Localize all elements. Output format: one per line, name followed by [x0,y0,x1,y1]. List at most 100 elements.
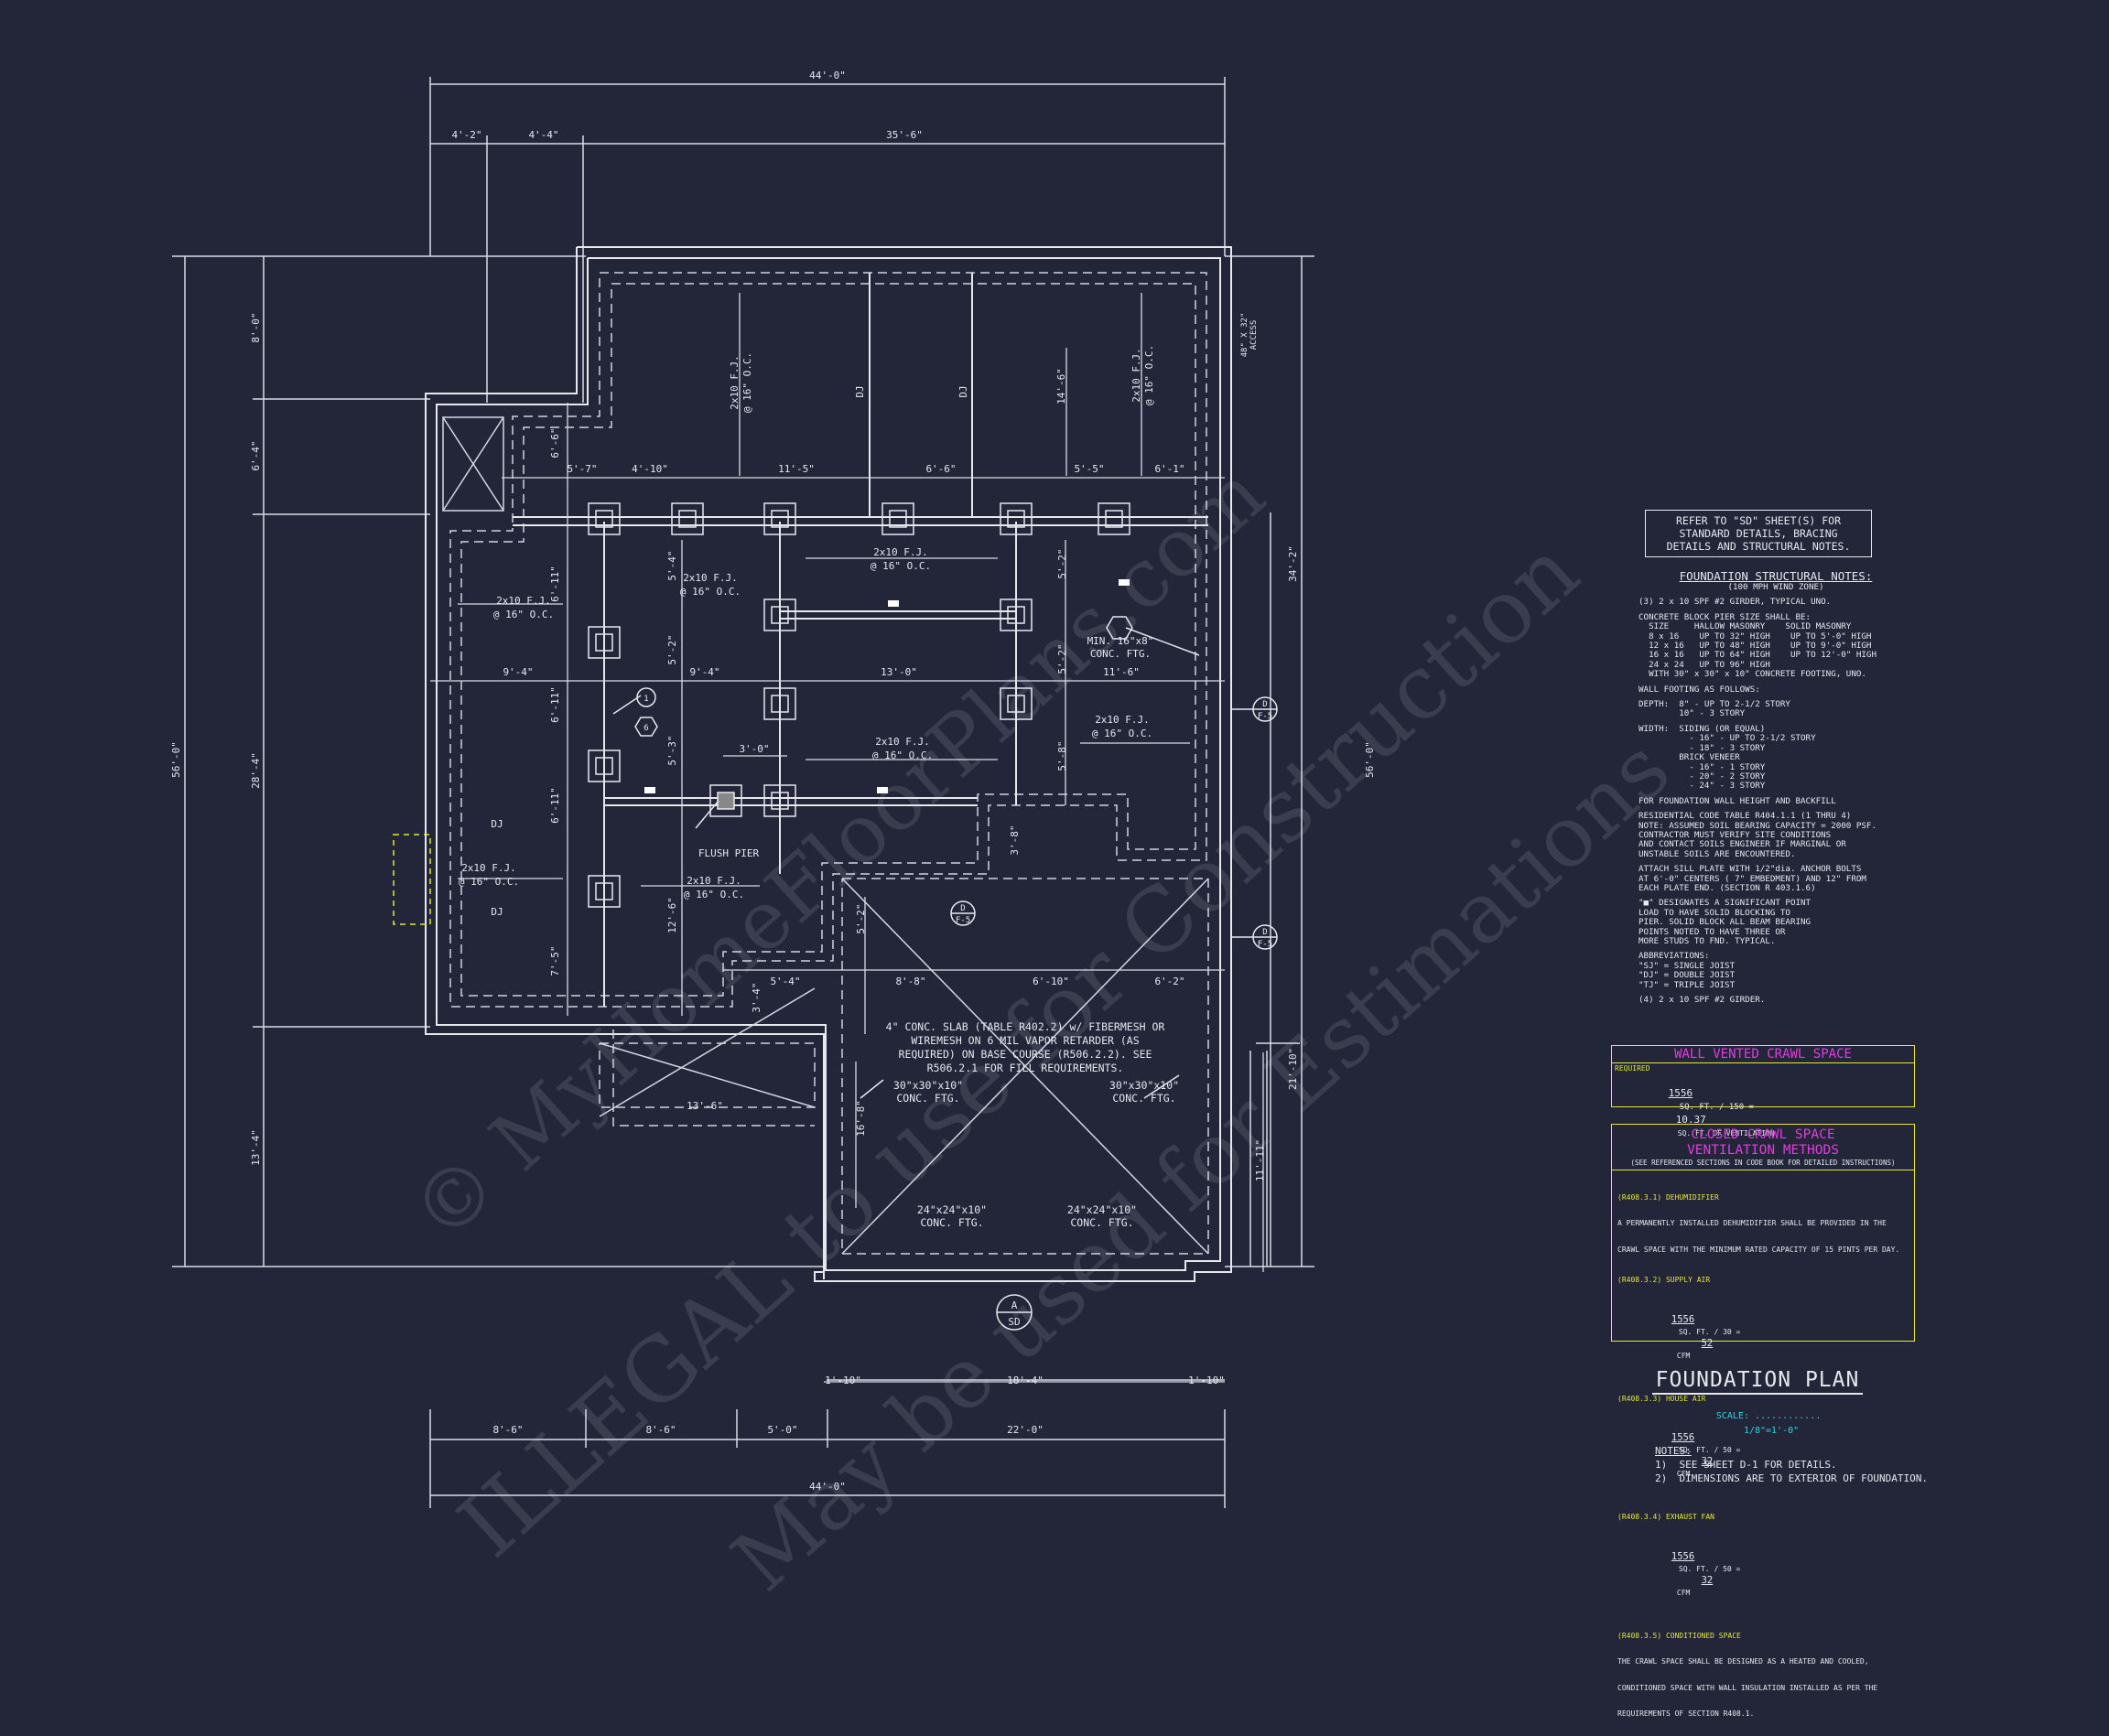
exhaust-cfm: CFM [1676,1588,1691,1597]
closed-ref: (SEE REFERENCED SECTIONS IN CODE BOOK FO… [1612,1159,1914,1170]
note-3n: AND CONTACT SOILS ENGINEER IF MARGINAL O… [1639,839,1846,850]
supply-val: 52 [1701,1337,1714,1349]
dim-v-10: 5'-2" [1056,548,1068,578]
note-3d: - 16" - UP TO 2-1/2 STORY [1639,733,1816,744]
cond-text-2: CONDITIONED SPACE WITH WALL INSULATION I… [1617,1683,1878,1692]
dim-v-7: 5'-2" [666,634,678,664]
dim-overall-right: 56'-0" [1364,741,1376,778]
joist-label-6: 2x10 F.J. [875,736,930,748]
dim-5-4h: 5'-4" [770,976,800,987]
slab-note-3: REQUIRED) ON BASE COURSE (R506.2.2). SEE [899,1048,1152,1061]
title-block: FOUNDATION PLAN SCALE: ............ 1/8"… [1648,1367,1867,1453]
ftg-label-3: 24"x24"x10" [917,1203,987,1216]
slab-note-1: 4" CONC. SLAB (TABLE R402.2) w/ FIBERMES… [886,1020,1165,1033]
note-5a: "SJ" = SINGLE JOIST [1639,960,1736,971]
slab-note-4: R506.2.1 FOR FILL REQUIREMENTS. [927,1062,1124,1074]
closed-crawl-box: CLOSED CRAWL SPACE VENTILATION METHODS (… [1611,1124,1915,1718]
dim-3-0: 3'-0" [739,743,769,755]
note-3: WALL FOOTING AS FOLLOWS: [1639,684,1760,695]
dim-v-15: 14'-6" [1055,368,1067,404]
closed-title-1: CLOSED CRAWL SPACE [1691,1127,1835,1142]
joist-label-5: 2x10 F.J. [683,572,738,584]
note-4d: MORE STUDS TO FND. TYPICAL. [1639,936,1776,946]
note-3l: NOTE: ASSUMED SOIL BEARING CAPACITY = 20… [1639,820,1876,831]
note-4c: POINTS NOTED TO HAVE THREE OR [1639,926,1786,937]
dim-v-6: 5'-4" [666,550,678,580]
notes-1: 1) SEE SHEET D-1 FOR DETAILS. [1655,1459,1837,1471]
dim-v-12: 5'-8" [1056,740,1068,771]
dim-left-1: 8'-0" [250,312,262,342]
note-2f: WITH 30" x 30" x 10" CONCRETE FOOTING, U… [1639,669,1866,680]
joist-label-1: 2x10 F.J. [729,355,741,410]
cond-code: (R408.3.5) CONDITIONED SPACE [1617,1631,1741,1640]
ftg-label-1: 30"x30"x10" [893,1079,963,1092]
dj-label-v2: DJ [957,385,969,397]
note-3q: AT 6'-0" CENTERS ( 7" EMBEDMENT) AND 12"… [1639,873,1866,884]
structural-notes-subtitle: (100 MPH WIND ZONE) [1727,582,1824,592]
section-d-1: D [1262,700,1267,709]
note-3b: 10" - 3 STORY [1639,708,1746,719]
dim-v-17: 16'-8" [855,1100,867,1137]
note-1: (3) 2 x 10 SPF #2 GIRDER, TYPICAL UNO. [1639,597,1832,608]
house-sqft: 1556 [1671,1432,1695,1443]
dim-right-2: 21'-10" [1287,1048,1299,1090]
joist-oc-4: @ 16" O.C. [493,609,554,620]
dim-row1-2: 4'-10" [632,463,668,475]
scale-value: 1/8"=1'-0" [1743,1426,1800,1436]
exhaust-sqft: 1556 [1671,1550,1695,1562]
vented-crawl-box: WALL VENTED CRAWL SPACE REQUIRED 1556 SQ… [1611,1045,1915,1138]
joist-label-4: 2x10 F.J. [496,595,551,607]
dim-row3-3: 6'-2" [1154,976,1184,987]
dj-label-v1: DJ [854,385,866,397]
joist-oc-3: @ 16" O.C. [871,560,931,572]
note-6: (4) 2 x 10 SPF #2 GIRDER. [1639,995,1766,1006]
dim-left-4: 13'-4" [250,1129,262,1166]
footing-sub: CONC. FTG. [1090,648,1151,660]
dehum-code: (R408.3.1) DEHUMIDIFIER [1617,1192,1719,1202]
structural-notes-title: FOUNDATION STRUCTURAL NOTES: [1679,569,1873,583]
refer-box: REFER TO "SD" SHEET(S) FOR STANDARD DETA… [1645,510,1872,557]
dim-garage-1: 1'-10" [825,1375,861,1386]
dim-row2-2: 9'-4" [689,666,719,678]
dim-garage-3: 1'-10" [1188,1375,1225,1386]
note-5b: "DJ" = DOUBLE JOIST [1639,970,1736,981]
dim-top-1: 4'-2" [451,129,481,141]
ftg-conc-4: CONC. FTG. [1070,1216,1133,1229]
dim-row1-5: 5'-5" [1074,463,1104,475]
vented-unit: SQ. FT. OF VENTILATION [1677,1129,1775,1138]
dim-right-3: 11'-11" [1254,1139,1266,1181]
joist-oc-9: @ 16" O.C. [684,889,744,900]
note-3g: - 16" - 1 STORY [1639,761,1766,772]
dim-v-13: 3'-8" [1009,825,1021,855]
dehum-text-1: A PERMANENTLY INSTALLED DEHUMIDIFIER SHA… [1617,1219,1887,1227]
dim-overall-bottom: 44'-0" [809,1481,846,1493]
dim-left-3: 28'-4" [250,752,262,789]
mark-1: 1 [644,695,648,704]
dim-left-2: 6'-4" [250,440,262,470]
refer-line-3: DETAILS AND STRUCTURAL NOTES. [1666,540,1851,553]
dim-row1-6: 6'-1" [1154,463,1184,475]
dim-v-2: 6'-11" [549,566,561,602]
section-sd: SD [1008,1316,1020,1328]
vented-title: WALL VENTED CRAWL SPACE [1612,1046,1914,1063]
dim-top-3: 35'-6" [886,129,923,141]
dim-top-2: 4'-4" [528,129,558,141]
refer-line-2: STANDARD DETAILS, BRACING [1679,527,1838,540]
dim-row1-4: 6'-6" [925,463,956,475]
joist-label-3: 2x10 F.J. [873,546,928,558]
ftg-conc-1: CONC. FTG. [896,1092,959,1105]
dim-v-4: 6'-11" [549,787,561,824]
dim-v-8: 5'-3" [666,735,678,765]
note-4a: LOAD TO HAVE SOLID BLOCKING TO [1639,907,1790,918]
notes-2: 2) DIMENSIONS ARE TO EXTERIOR OF FOUNDAT… [1655,1472,1929,1484]
note-2: CONCRETE BLOCK PIER SIZE SHALL BE: [1639,611,1812,622]
house-cfm: CFM [1676,1470,1691,1478]
section-f5-2: F-5 [1258,940,1272,949]
dim-overall-top: 44'-0" [809,70,846,81]
supply-cfm: CFM [1676,1351,1691,1360]
dim-overall-left: 56'-0" [170,741,182,778]
note-4: "■" DESIGNATES A SIGNIFICANT POINT [1639,898,1812,909]
joist-label-7: 2x10 F.J. [1095,714,1150,726]
note-2b: 8 x 16 UP TO 32" HIGH UP TO 5'-0" HIGH [1639,631,1872,642]
joist-label-8: 2x10 F.J. [461,862,516,874]
